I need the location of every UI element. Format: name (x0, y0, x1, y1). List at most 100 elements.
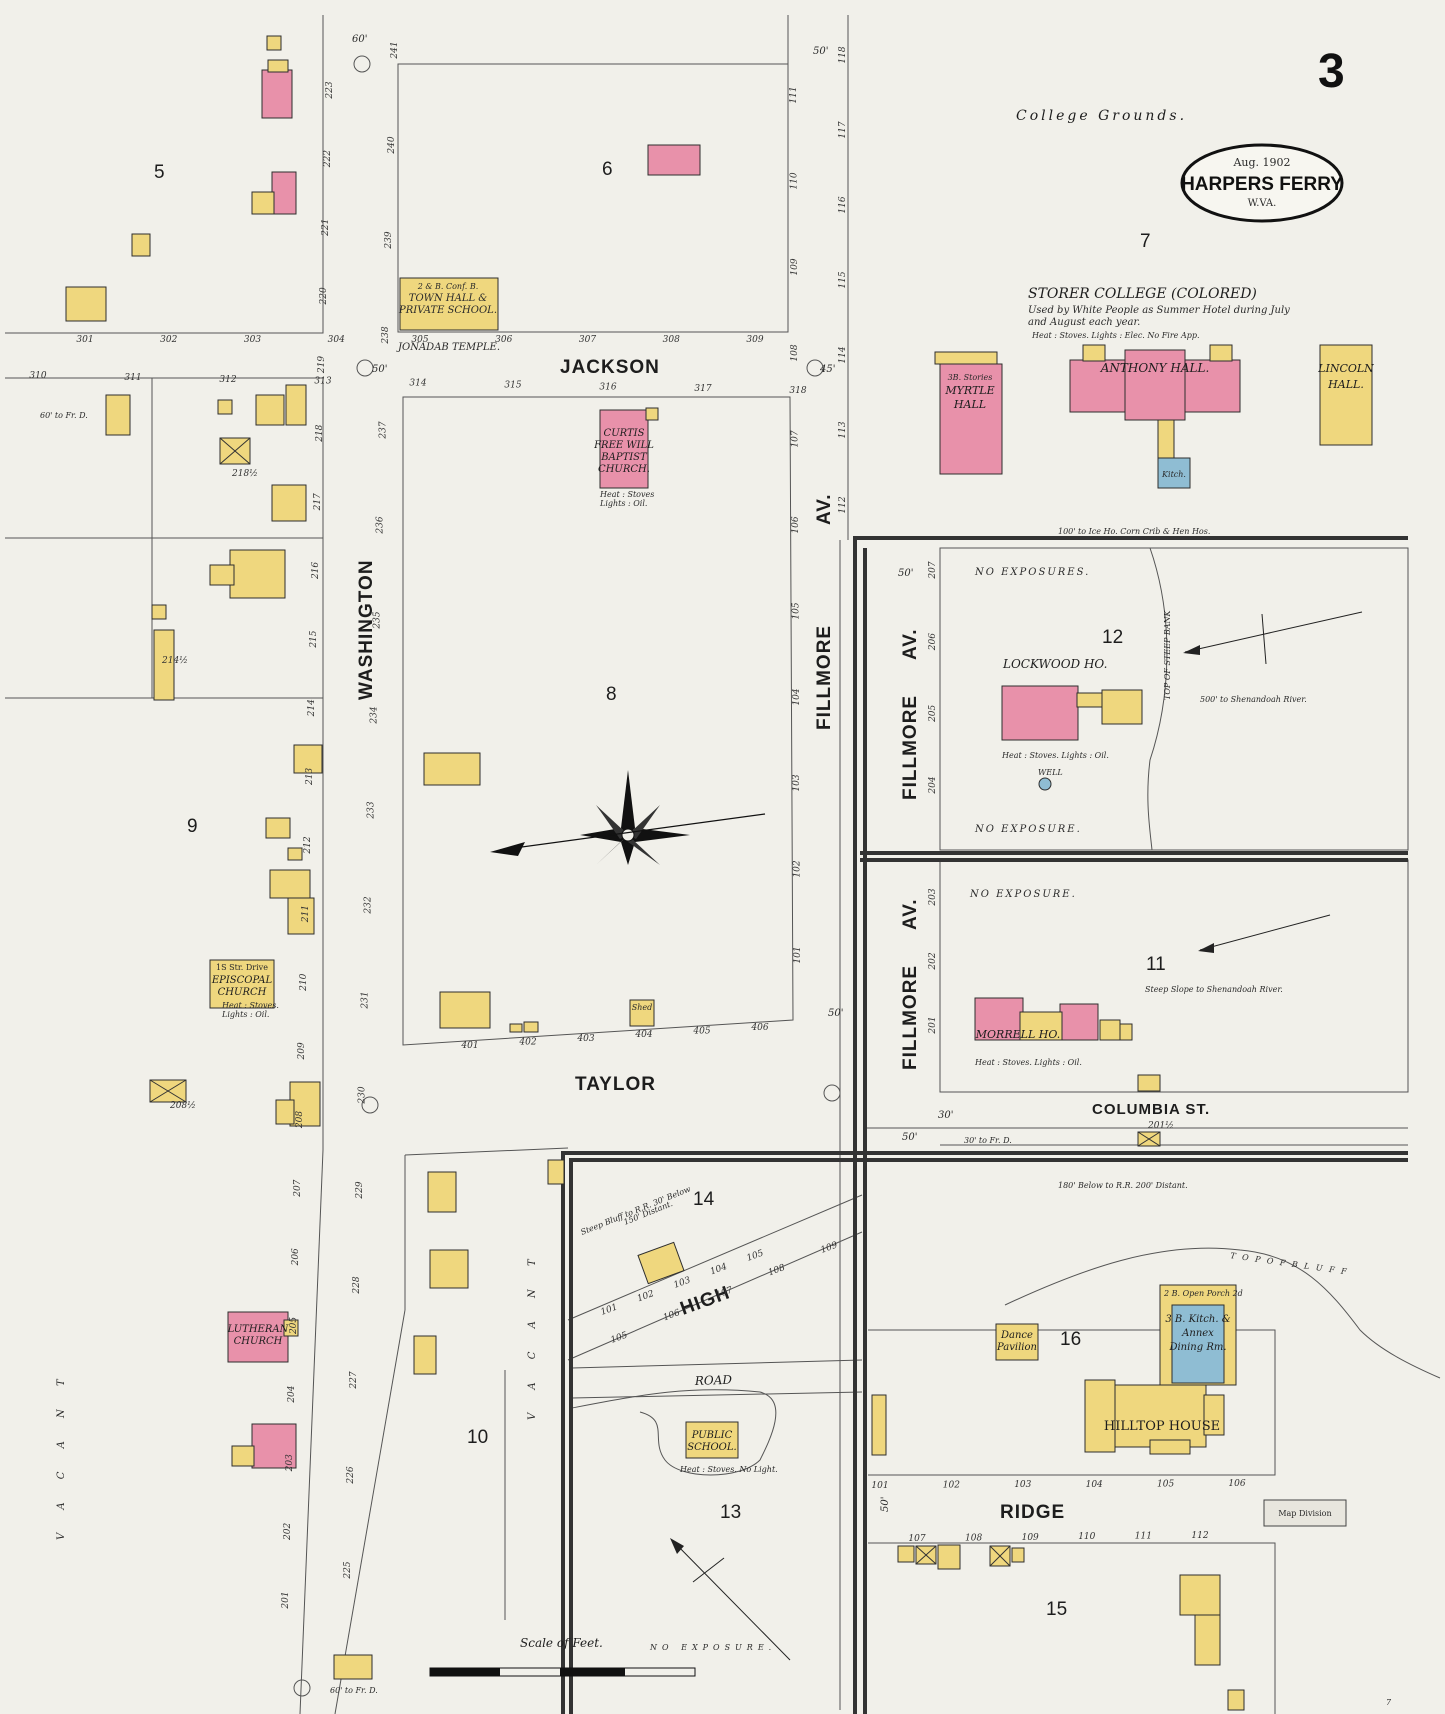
block-5-outline (5, 15, 324, 334)
lot-number: 405 (692, 1027, 710, 1037)
lot-number: 307 (579, 335, 596, 345)
lot-number: 211 (301, 905, 311, 923)
lot-number: 318 (789, 386, 806, 396)
lot-number: 101 (600, 1302, 620, 1317)
corner-mark: 7 (1386, 1698, 1392, 1707)
lot-number: 207 (928, 561, 938, 579)
lot-number: 104 (709, 1262, 729, 1277)
no-exposure-11: NO EXPOSURE. (969, 889, 1077, 900)
block-8-buildings: CURTIS FREE WILL BAPTIST CHURCH. Heat : … (423, 407, 766, 1033)
street-widths: 60' 50' 50' 45' 50' 50' 50' 30' 50' (293, 34, 953, 1697)
dwelling (333, 1654, 373, 1680)
lincoln-hall-label-2: HALL. (1327, 378, 1364, 391)
lot-number: 309 (746, 335, 763, 345)
lot-number: 214 (307, 699, 317, 717)
lot-number: 306 (495, 335, 512, 345)
lot-number: 103 (673, 1275, 693, 1290)
lot-number: 315 (504, 380, 521, 390)
lot-number: 101 (793, 946, 803, 963)
scale-label: Scale of Feet. (520, 1636, 603, 1650)
church-label-4: CHURCH. (598, 464, 650, 475)
lot-number: 406 (750, 1023, 768, 1033)
block-11: 11 (1146, 954, 1166, 975)
lot-number: 106 (1228, 1479, 1245, 1489)
street-fillmore-av-2: AV. (900, 628, 921, 660)
lot-number: 102 (793, 860, 803, 877)
well (1038, 777, 1052, 791)
below-rr-note: 180' Below to R.R. 200' Distant. (1058, 1181, 1188, 1190)
street-jackson: JACKSON (560, 357, 660, 378)
lot-number: 105 (1157, 1479, 1174, 1489)
stamp-label: Map Division (1278, 1509, 1331, 1518)
storer-college-label: STORER COLLEGE (COLORED) (1028, 286, 1257, 302)
college-grounds-label: College Grounds. (1016, 108, 1187, 124)
lot-number: 217 (313, 493, 323, 511)
block-6: 6 (602, 159, 613, 180)
annex-label-3: Dining Rm. (1168, 1342, 1226, 1353)
lot-number: 314 (409, 379, 426, 389)
baptist-church (599, 409, 649, 489)
street-columbia: COLUMBIA ST. (1092, 1101, 1210, 1118)
lot-number: 109 (820, 1240, 840, 1255)
lot-number: 303 (244, 335, 261, 345)
church-label-3: BAPTIST (600, 452, 648, 463)
lot-number: 228 (352, 1276, 362, 1294)
lot-number: 233 (367, 801, 377, 819)
fr-d-60b: 60' to Fr. D. (330, 1686, 378, 1695)
dwelling (255, 394, 285, 426)
lot-number: 103 (1014, 1480, 1031, 1490)
steep-slope: Steep Slope to Shenandoah River. (1145, 985, 1283, 994)
lot-number: 112 (838, 496, 848, 513)
top-of-bluff: T O P O F B L U F F (1230, 1251, 1349, 1277)
lot-number: 206 (291, 1248, 301, 1266)
lot-number: 221 (321, 219, 331, 237)
block-13: 13 (720, 1502, 741, 1523)
lockwood-heat: Heat : Stoves. Lights : Oil. (1001, 751, 1109, 760)
outbuilding (871, 1394, 887, 1456)
lot-number: 238 (381, 326, 391, 344)
public-school-label-2: SCHOOL. (687, 1442, 736, 1453)
lot-number: 401 (460, 1041, 478, 1051)
lot-number: 225 (343, 1561, 353, 1579)
lot-number: 201½ (1147, 1120, 1174, 1131)
town-hall-label-3: PRIVATE SCHOOL. (398, 305, 497, 316)
dwelling (289, 1081, 321, 1127)
church-label-1: CURTIS (604, 428, 645, 439)
shed (629, 999, 655, 1027)
lot-number: 103 (792, 774, 802, 791)
myrtle-hall-label-2: HALL (953, 398, 986, 411)
ice-house-note: 100' to Ice Ho. Corn Crib & Hen Hos. (1058, 527, 1210, 536)
lot-number: 317 (694, 384, 711, 394)
block-lines (5, 15, 1441, 1714)
church-label-2: FREE WILL (593, 440, 654, 451)
lot-number: 305 (411, 335, 428, 345)
lot-number: 105 (746, 1248, 766, 1263)
myrtle-hall (939, 363, 1003, 475)
school-heat: Heat : Stoves. No Light. (679, 1465, 778, 1474)
lot-number: 203 (285, 1454, 295, 1472)
town-hall-label-1: 2 & B. Conf. B. (417, 282, 479, 291)
kitchen (1157, 457, 1191, 489)
title-cartouche: 3 Aug. 1902 HARPERS FERRY W.VA. (1180, 45, 1345, 223)
lot-number: 212 (303, 836, 313, 854)
dwelling (269, 869, 311, 899)
block-10-buildings: V A C A N T 60' to Fr. D. (330, 1159, 565, 1695)
lot-number: 219 (317, 356, 327, 374)
page-number: 3 (1318, 45, 1345, 98)
lot-number: 104 (1086, 1480, 1103, 1490)
lot-number: 231 (361, 991, 371, 1009)
dwelling (65, 286, 107, 322)
dwelling (647, 144, 701, 176)
scale-bar: Scale of Feet. NO EXPOSURE. (429, 1636, 771, 1677)
lot-number: 223 (325, 81, 335, 99)
lot-number: 313 (314, 377, 331, 387)
block-6-outline (397, 63, 789, 333)
lot-number: 104 (792, 688, 802, 705)
lot-number: 241 (390, 41, 400, 59)
block-8: 8 (606, 684, 617, 705)
hilltop-label: HILLTOP HOUSE (1104, 1419, 1220, 1434)
sheet-place: HARPERS FERRY (1181, 174, 1343, 195)
lot-number: 117 (838, 121, 848, 138)
no-exposures: NO EXPOSURES. (974, 567, 1090, 578)
lot-number: 213 (305, 768, 315, 786)
